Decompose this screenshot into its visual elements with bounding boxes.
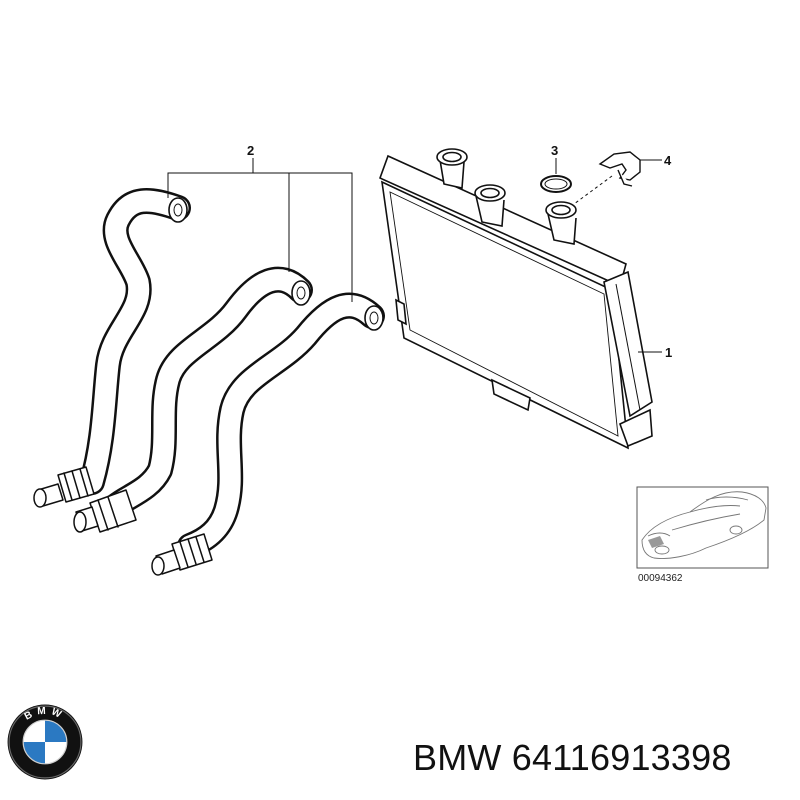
car-location-thumbnail: 00094362 bbox=[636, 486, 769, 584]
heater-hose-2 bbox=[103, 266, 313, 519]
part-caption: BMW 64116913398 bbox=[413, 737, 732, 779]
callout-clip: 4 bbox=[664, 153, 672, 168]
callout-radiator: 1 bbox=[665, 345, 672, 360]
radiator-pipe-1 bbox=[436, 148, 468, 189]
parts-diagram: 2 3 4 1 00094362 bbox=[33, 143, 769, 584]
callout-o-ring: 3 bbox=[551, 143, 558, 158]
car-thumbnail-code: 00094362 bbox=[638, 573, 683, 584]
radiator-pipe-2 bbox=[474, 184, 506, 227]
brand-name: BMW bbox=[413, 737, 502, 778]
clip-dashed-line bbox=[573, 175, 613, 205]
heater-hose-3 bbox=[177, 292, 385, 559]
hose-coupling-3 bbox=[151, 533, 213, 576]
hose-coupling-2 bbox=[73, 489, 137, 533]
heater-hose-1 bbox=[79, 188, 191, 495]
hose-coupling-1 bbox=[33, 466, 95, 508]
part-number: 64116913398 bbox=[511, 737, 732, 778]
bmw-logo: BMW bbox=[7, 704, 83, 780]
hose-leader-lines bbox=[167, 158, 353, 302]
o-ring bbox=[540, 175, 572, 193]
callout-hoses: 2 bbox=[247, 143, 254, 158]
bmw-logo-roundel bbox=[22, 719, 68, 765]
heater-radiator bbox=[378, 148, 653, 450]
radiator-pipe-3 bbox=[545, 201, 577, 245]
heater-hose-group bbox=[33, 188, 385, 576]
retaining-clip bbox=[598, 151, 641, 187]
